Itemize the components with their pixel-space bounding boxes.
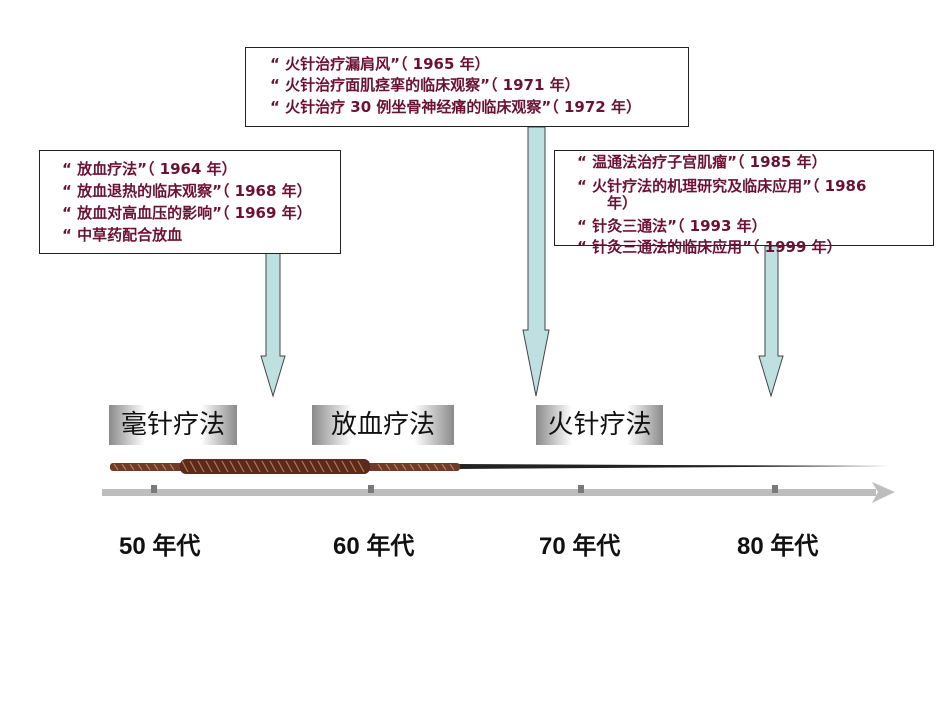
publication-item: “ 针灸三通法”（ 1993 年） xyxy=(577,217,767,235)
tick-50s xyxy=(151,485,157,493)
down-arrow-top xyxy=(522,126,550,397)
publications-box-1960s: “ 放血疗法”（ 1964 年） “ 放血退热的临床观察”（ 1968 年） “… xyxy=(39,150,341,254)
decade-label-60s: 60 年代 xyxy=(333,533,415,560)
decade-label-80s: 80 年代 xyxy=(737,533,819,560)
tick-60s xyxy=(368,485,374,493)
publication-item: “ 温通法治疗子宫肌瘤”（ 1985 年） xyxy=(577,153,827,171)
publication-item: “ 火针治疗漏肩风”（ 1965 年） xyxy=(270,55,490,73)
publications-box-1980s-90s: “ 温通法治疗子宫肌瘤”（ 1985 年） “ 火针疗法的机理研究及临床应用”（… xyxy=(554,150,934,256)
down-arrow-right xyxy=(758,245,784,398)
publication-item: “ 中草药配合放血 xyxy=(62,226,183,244)
publication-item: “ 放血退热的临床观察”（ 1968 年） xyxy=(62,182,312,200)
down-arrow-left xyxy=(260,251,286,398)
therapy-label-bloodletting: 放血疗法 xyxy=(312,405,454,445)
publication-item: “ 针灸三通法的临床应用”（ 1999 年） xyxy=(577,238,842,256)
therapy-label-filiform-needle: 毫针疗法 xyxy=(109,405,237,445)
publication-item: “ 火针治疗面肌痉挛的临床观察”（ 1971 年） xyxy=(270,76,580,94)
publication-item: “ 放血疗法”（ 1964 年） xyxy=(62,160,237,178)
timeline-axis xyxy=(102,482,895,503)
publication-item: “ 放血对高血压的影响”（ 1969 年） xyxy=(62,204,312,222)
publication-item: 年） xyxy=(607,194,638,212)
acupuncture-needle xyxy=(110,459,895,474)
decade-label-50s: 50 年代 xyxy=(119,533,201,560)
decade-label-70s: 70 年代 xyxy=(539,533,621,560)
tick-70s xyxy=(578,485,584,493)
publication-item: “ 火针疗法的机理研究及临床应用”（ 1986 xyxy=(577,177,867,195)
tick-80s xyxy=(772,485,778,493)
publication-item: “ 火针治疗 30 例坐骨神经痛的临床观察”（ 1972 年） xyxy=(270,98,641,116)
therapy-label-fire-needle: 火针疗法 xyxy=(536,405,663,445)
publications-box-1960s-70s: “ 火针治疗漏肩风”（ 1965 年） “ 火针治疗面肌痉挛的临床观察”（ 19… xyxy=(245,47,689,127)
